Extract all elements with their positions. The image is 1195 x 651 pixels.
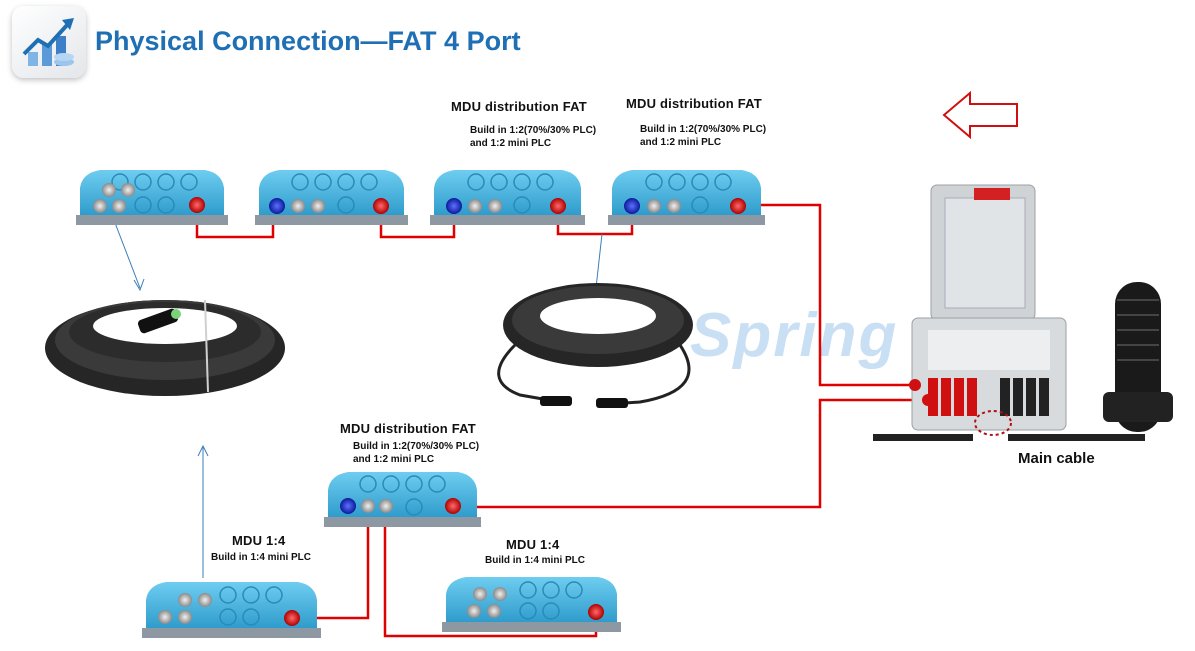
main-cable-label: Main cable xyxy=(1018,450,1095,467)
mdu-label-2: MDU 1:4 xyxy=(506,537,560,552)
fiber-connections xyxy=(195,203,928,638)
mdu-label-1: MDU 1:4 xyxy=(232,533,286,548)
fat-desc-1-line1: Build in 1:2(70%/30% PLC) xyxy=(470,125,597,136)
fat-box-1 xyxy=(76,170,228,225)
fat-box-2 xyxy=(255,170,408,225)
fat-box-4 xyxy=(608,170,765,225)
page-title: Physical Connection—FAT 4 Port xyxy=(95,26,521,56)
main-cable-line xyxy=(873,434,1145,441)
fat-label-1: MDU distribution FAT xyxy=(451,99,587,114)
left-arrow-icon xyxy=(942,90,1018,140)
mdu-desc-2: Build in 1:4 mini PLC xyxy=(485,555,586,566)
main-distribution-box xyxy=(909,184,1067,436)
fat-desc-3-line2: and 1:2 mini PLC xyxy=(353,454,435,465)
fat-desc-2-line1: Build in 1:2(70%/30% PLC) xyxy=(640,124,767,135)
mdu-box-left xyxy=(142,582,321,638)
splice-closure xyxy=(1103,282,1173,432)
spring-watermark: Spring xyxy=(690,301,899,370)
fat-desc-3-line1: Build in 1:2(70%/30% PLC) xyxy=(353,441,480,452)
growth-chart-logo-icon xyxy=(12,6,86,78)
drop-cable-coil-middle xyxy=(497,283,693,408)
mdu-desc-1: Build in 1:4 mini PLC xyxy=(211,552,312,563)
mdu-box-right xyxy=(442,577,621,632)
fat-label-2: MDU distribution FAT xyxy=(626,96,762,111)
fat-box-middle xyxy=(324,472,481,527)
fat-box-3 xyxy=(430,170,585,225)
fat-label-3: MDU distribution FAT xyxy=(340,421,476,436)
fat-desc-2-line2: and 1:2 mini PLC xyxy=(640,137,722,148)
drop-cable-coil-left xyxy=(45,299,285,396)
fat-desc-1-line2: and 1:2 mini PLC xyxy=(470,138,552,149)
pointer-lines xyxy=(111,214,603,578)
